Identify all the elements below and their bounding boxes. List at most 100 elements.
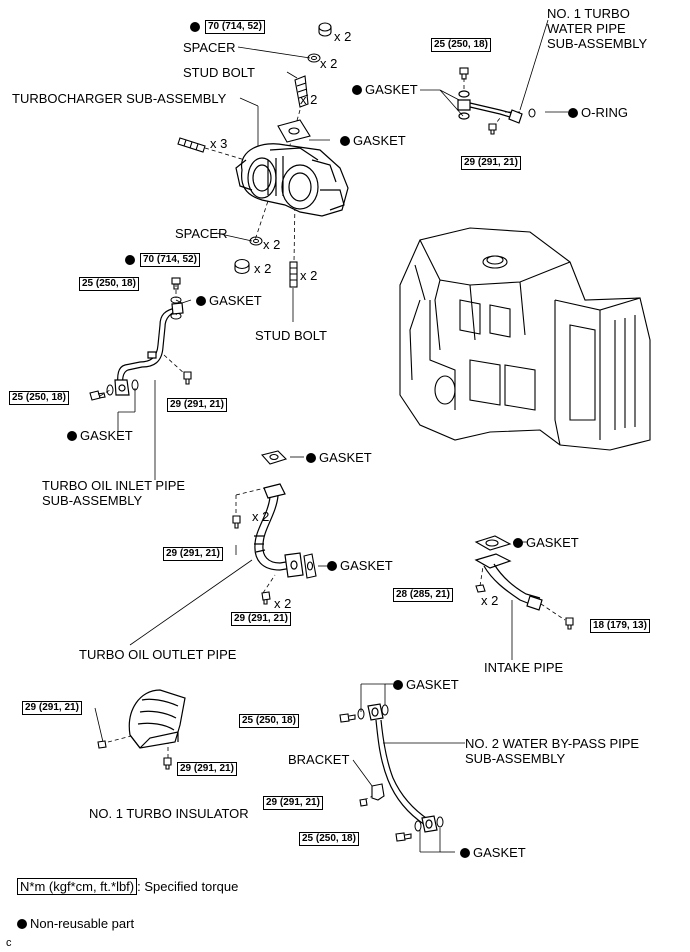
multiplier: x 2	[334, 29, 352, 44]
bolt-25-bypass-top	[339, 713, 356, 723]
o-ring	[528, 108, 536, 118]
stud-bolt-bottom	[289, 261, 298, 288]
gaskets-bypass-bottom	[414, 816, 444, 832]
turbo-insulator	[128, 689, 186, 749]
label-no2-water-bypass-pipe: NO. 2 WATER BY-PASS PIPE SUB-ASSEMBLY	[465, 736, 639, 766]
multiplier: x 3	[210, 136, 228, 151]
nut-70-bottom	[234, 258, 250, 275]
nonreusable-dot-icon	[513, 538, 523, 548]
label-gasket-intake: GASKET	[513, 535, 579, 550]
label-text: GASKET	[209, 293, 262, 308]
bolt-18-intake	[565, 617, 574, 630]
label-text: TURBO OIL INLET PIPE SUB-ASSEMBLY	[42, 478, 186, 508]
gasket-outlet-top	[260, 450, 288, 465]
label-gasket-inlet-top: GASKET	[196, 293, 262, 308]
multiplier: x 2	[300, 268, 318, 283]
bolt-25-inlet-bottom	[89, 390, 106, 401]
torque-insulator-left: 29 (291, 21)	[22, 701, 82, 715]
bolt-25-inlet-top	[171, 277, 181, 290]
torque-nut-bottom: 70 (714, 52)	[125, 253, 200, 267]
bolt-25-bypass-bottom	[395, 832, 412, 842]
bolt-29-inlet	[183, 371, 192, 385]
water-pipe	[457, 90, 523, 124]
label-spacer-bottom: SPACER	[175, 226, 228, 241]
gaskets-bypass-top	[357, 704, 389, 720]
gaskets-inlet-bottom	[106, 379, 139, 396]
nonreusable-dot-icon	[327, 561, 337, 571]
intake-pipe	[474, 553, 543, 611]
legend-torque-text: : Specified torque	[137, 879, 239, 894]
label-gasket-outlet-top: GASKET	[306, 450, 372, 465]
nonreusable-dot-icon	[125, 255, 135, 265]
label-text: GASKET	[319, 450, 372, 465]
label-stud-bolt-bottom: STUD BOLT	[255, 328, 327, 343]
label-text: GASKET	[80, 428, 133, 443]
nonreusable-dot-icon	[306, 453, 316, 463]
torque-insulator-bottom: 29 (291, 21)	[177, 762, 237, 776]
multiplier: x 2	[263, 237, 281, 252]
label-stud-bolt-top: STUD BOLT	[183, 65, 255, 80]
multiplier: x 2	[254, 261, 272, 276]
label-text: GASKET	[353, 133, 406, 148]
legend-torque-box: N*m (kgf*cm, ft.*lbf)	[17, 878, 138, 895]
nut-70-top	[318, 22, 332, 37]
torque-inlet-top: 25 (250, 18)	[79, 277, 139, 291]
nonreusable-dot-icon	[568, 108, 578, 118]
multiplier: x 2	[274, 596, 292, 611]
label-no1-turbo-water-pipe: NO. 1 TURBO WATER PIPE SUB-ASSEMBLY	[547, 6, 647, 51]
multiplier: x 2	[481, 593, 499, 608]
stud-bolt-top	[294, 75, 309, 108]
label-gasket-water: GASKET	[352, 82, 418, 97]
label-text: GASKET	[340, 558, 393, 573]
label-gasket-inlet-bottom: GASKET	[67, 428, 133, 443]
gasket-intake-top	[474, 535, 512, 551]
label-spacer-top: SPACER	[183, 40, 236, 55]
torque-water-pipe-lower: 29 (291, 21)	[461, 156, 521, 170]
nonreusable-dot-icon	[196, 296, 206, 306]
multiplier: x 2	[320, 56, 338, 71]
nonreusable-dot-icon	[190, 22, 200, 32]
legend-nonreusable: Non-reusable part	[17, 916, 134, 931]
engine-block	[399, 227, 651, 451]
label-text: O-RING	[581, 105, 628, 120]
multiplier: x 2	[300, 92, 318, 107]
label-gasket-turbo: GASKET	[340, 133, 406, 148]
label-text: GASKET	[526, 535, 579, 550]
nonreusable-dot-icon	[17, 919, 27, 929]
torque-inlet-bottom: 25 (250, 18)	[9, 391, 69, 405]
torque-value: 70 (714, 52)	[208, 21, 262, 32]
torque-intake-bolt: 18 (179, 13)	[590, 619, 650, 633]
bolt-29-water	[488, 123, 497, 135]
bolt-29-outlet-top	[232, 515, 241, 529]
label-no1-turbo-insulator: NO. 1 TURBO INSULATOR	[89, 806, 249, 821]
spacer-top	[307, 53, 321, 63]
bolt-29-outlet-bottom	[261, 591, 271, 605]
label-text: GASKET	[473, 845, 526, 860]
gasket-top-turbo	[277, 119, 311, 143]
label-turbo-oil-inlet-pipe: TURBO OIL INLET PIPE SUB-ASSEMBLY	[42, 478, 185, 508]
nonreusable-dot-icon	[393, 680, 403, 690]
stud-x3	[177, 137, 206, 153]
label-gasket-outlet-side: GASKET	[327, 558, 393, 573]
torque-outlet-top: 29 (291, 21)	[163, 547, 223, 561]
turbocharger-body	[235, 143, 349, 217]
spacer-bottom	[249, 236, 263, 246]
nonreusable-dot-icon	[67, 431, 77, 441]
nonreusable-dot-icon	[352, 85, 362, 95]
nonreusable-dot-icon	[340, 136, 350, 146]
gasket-outlet-side	[303, 553, 317, 579]
torque-bypass-bottom: 25 (250, 18)	[299, 832, 359, 846]
bolt-29-insulator-left	[97, 740, 107, 749]
bracket-bypass	[371, 783, 385, 801]
label-intake-pipe: INTAKE PIPE	[484, 660, 564, 675]
label-turbo-oil-outlet-pipe: TURBO OIL OUTLET PIPE	[79, 647, 237, 662]
bypass-pipe	[367, 703, 438, 833]
torque-inlet-side: 29 (291, 21)	[167, 398, 227, 412]
label-gasket-bypass-top: GASKET	[393, 677, 459, 692]
legend-torque: N*m (kgf*cm, ft.*lbf): Specified torque	[17, 878, 239, 895]
label-bracket: BRACKET	[288, 752, 350, 767]
turbo-oil-inlet-pipe	[114, 302, 184, 396]
torque-bypass-top: 25 (250, 18)	[239, 714, 299, 728]
